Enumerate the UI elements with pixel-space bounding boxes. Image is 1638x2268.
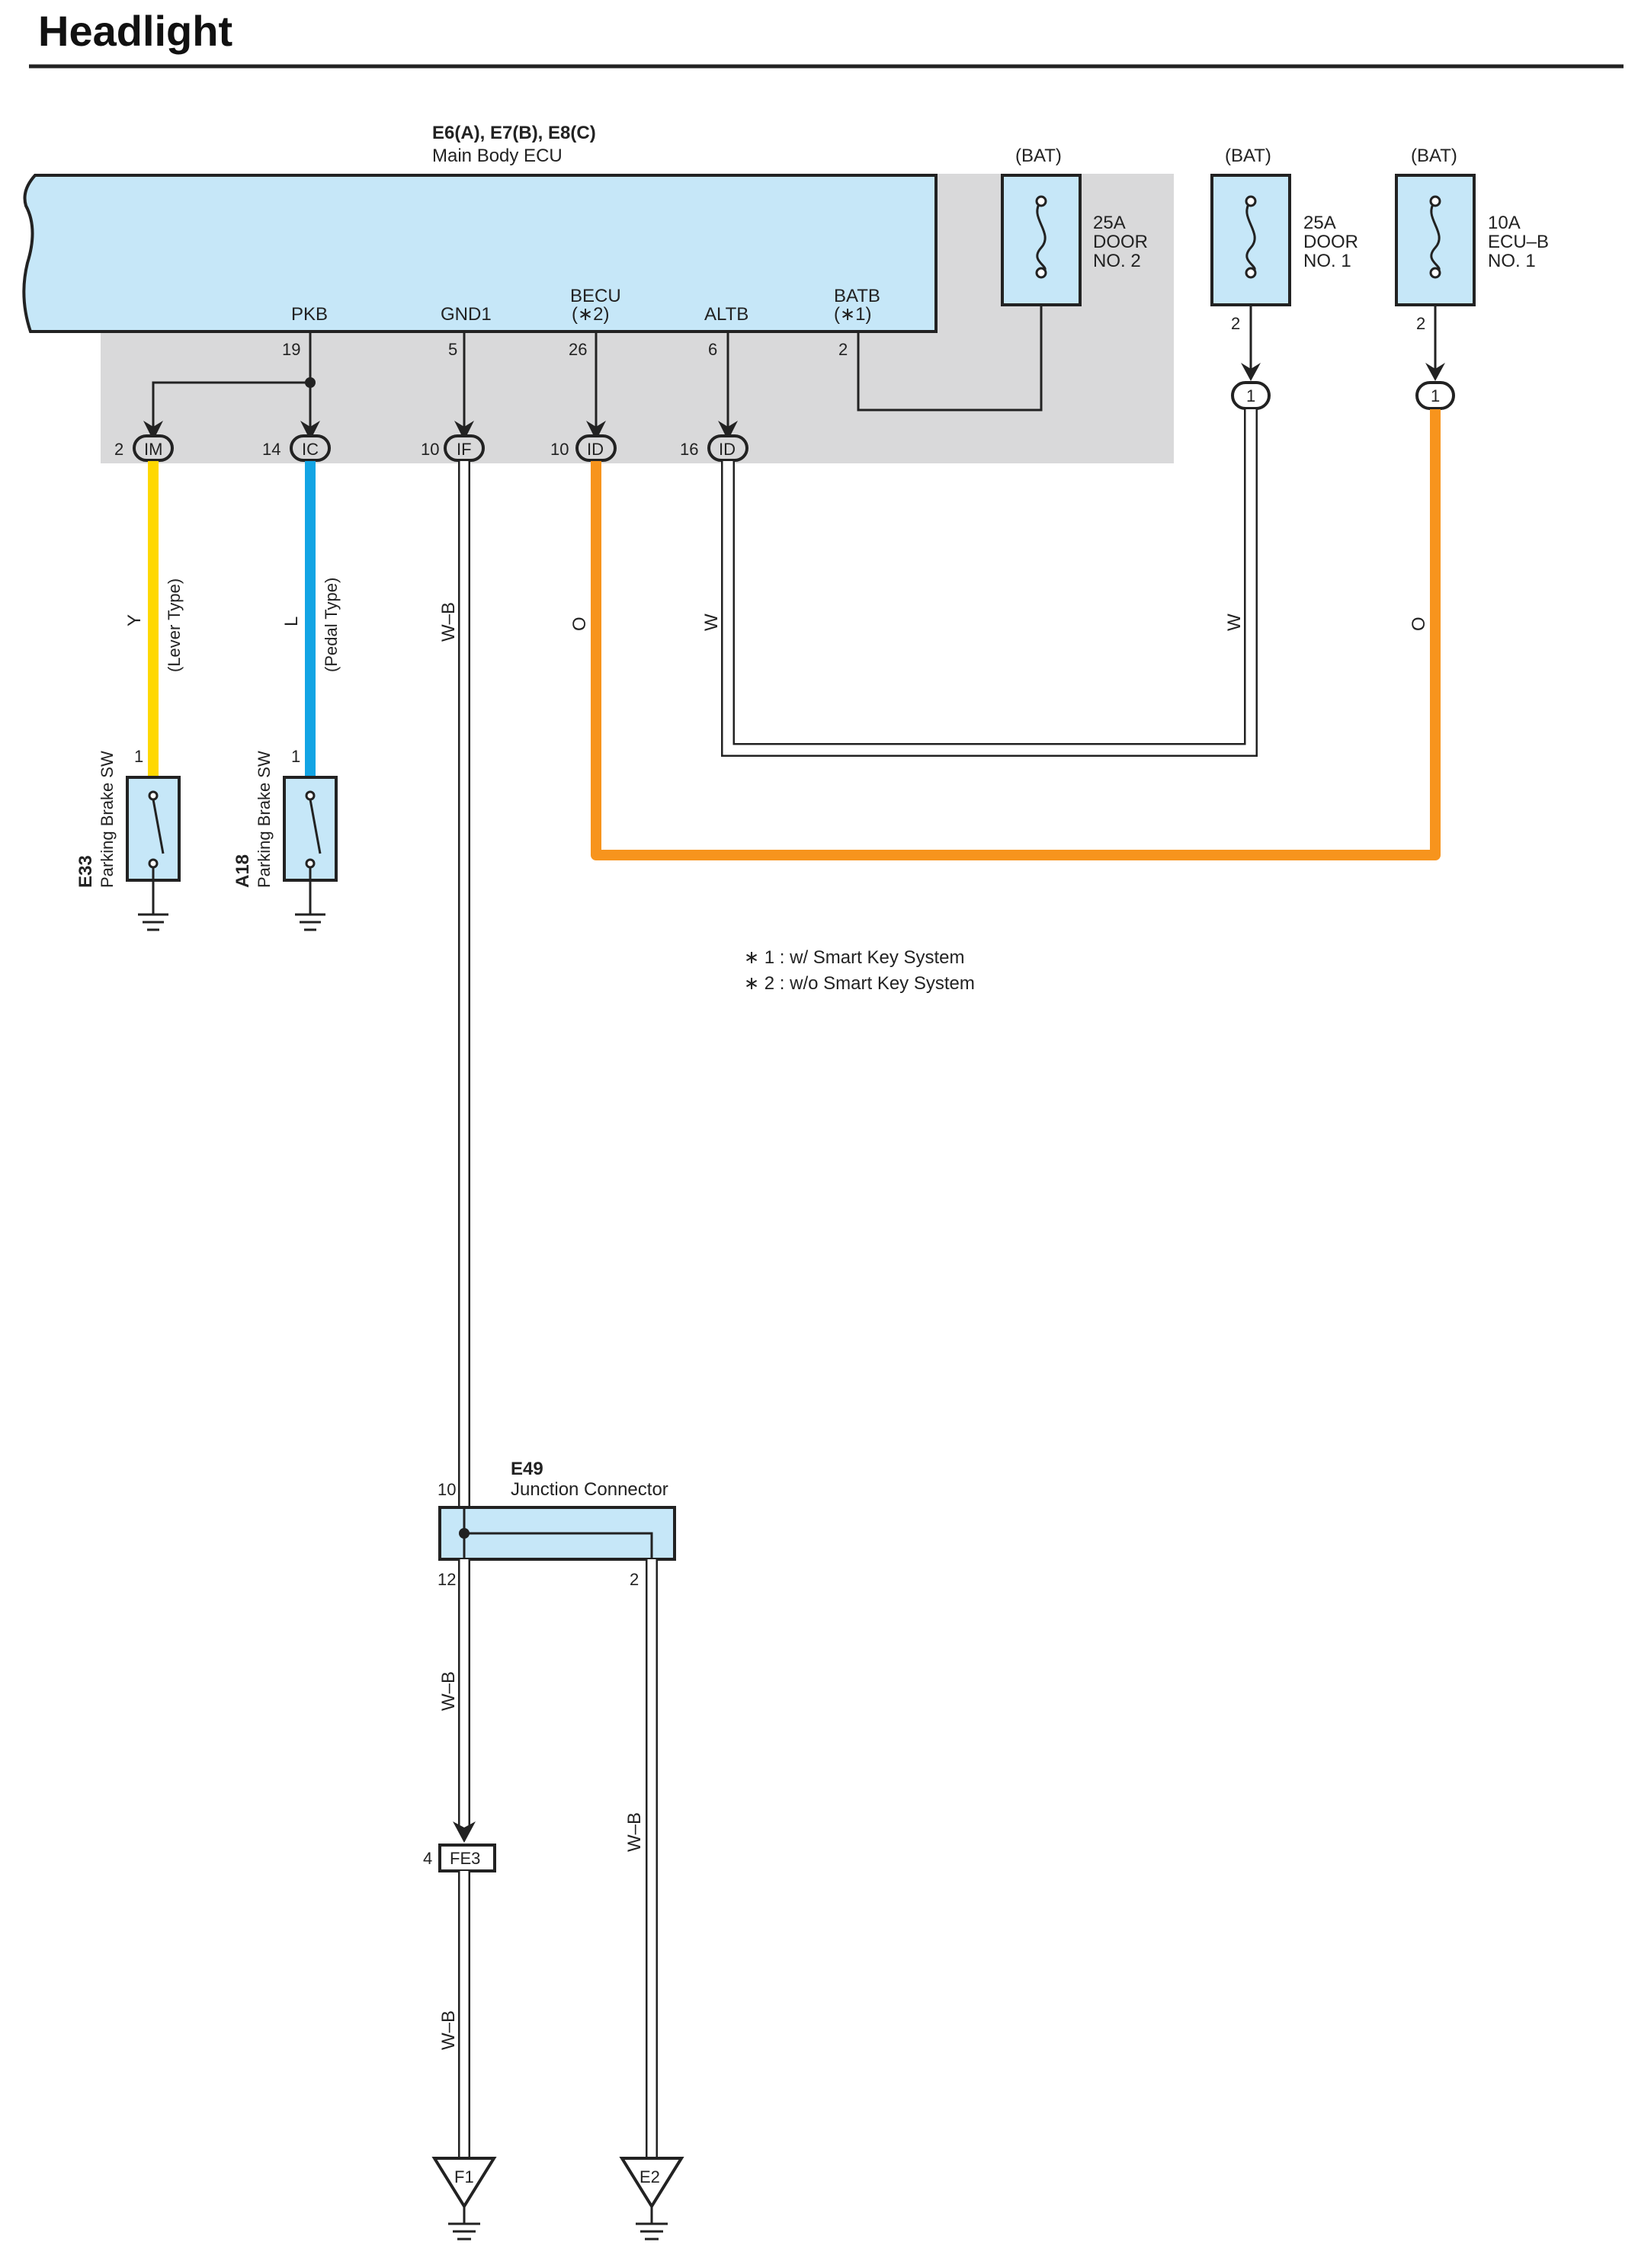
ecu-connector-ids: E6(A), E7(B), E8(C) xyxy=(432,123,596,143)
svg-text:2: 2 xyxy=(1416,314,1425,333)
svg-text:ID: ID xyxy=(719,440,736,459)
wire-label-wb-mid: W–B xyxy=(438,1671,459,1711)
svg-text:ID: ID xyxy=(587,440,604,459)
connector-id-1: ID 10 xyxy=(550,434,617,462)
ecu-pin-number-becu: 26 xyxy=(569,340,587,359)
switch-id-a18: A18 xyxy=(232,854,253,888)
svg-text:(BAT): (BAT) xyxy=(1411,146,1457,166)
junction-pin-out-left: 12 xyxy=(438,1570,456,1589)
wire-label-y: Y xyxy=(124,614,145,626)
svg-text:DOOR: DOOR xyxy=(1303,232,1358,252)
splice-dot xyxy=(305,377,316,388)
fuse-25a-door-no1: (BAT) 25A DOOR NO. 1 2 xyxy=(1210,146,1358,381)
wire-label-w-right: W xyxy=(1224,613,1245,631)
connector-fe3: FE3 4 xyxy=(423,1844,496,1872)
svg-text:ECU–B: ECU–B xyxy=(1488,232,1549,252)
ecu-arrow-heads xyxy=(143,421,738,440)
svg-text:25A: 25A xyxy=(1093,213,1126,233)
switch-id-e33: E33 xyxy=(75,855,96,888)
svg-text:1: 1 xyxy=(134,747,143,766)
svg-text:DOOR: DOOR xyxy=(1093,232,1148,252)
parking-brake-sw-e33: 1 E33 Parking Brake SW xyxy=(75,747,181,931)
svg-text:IF: IF xyxy=(457,440,472,459)
wire-label-o-right: O xyxy=(1409,617,1429,631)
ecu-internal-lines xyxy=(152,280,1043,427)
junction-pin-out-right: 2 xyxy=(630,1570,639,1589)
fuse-10a-ecu-b-no1: (BAT) 10A ECU–B NO. 1 2 xyxy=(1395,146,1549,381)
fuse-junction-2: 1 xyxy=(1415,381,1455,410)
ecu-pin-number-batb: 2 xyxy=(838,340,848,359)
svg-text:25A: 25A xyxy=(1303,213,1336,233)
junction-name: Junction Connector xyxy=(511,1479,668,1500)
main-body-ecu xyxy=(22,174,938,333)
wire-label-o-left: O xyxy=(569,617,590,631)
fuse-junction-1: 1 xyxy=(1231,381,1271,410)
svg-text:(BAT): (BAT) xyxy=(1015,146,1062,166)
wire-label-l: L xyxy=(281,617,302,626)
parking-brake-sw-a18: 1 A18 Parking Brake SW xyxy=(232,747,338,931)
ecu-pin-number-altb: 6 xyxy=(708,340,717,359)
svg-text:10: 10 xyxy=(421,440,439,459)
svg-text:16: 16 xyxy=(680,440,698,459)
fe3-arrow xyxy=(453,1821,476,1843)
ecu-pin-label-batb: BATB xyxy=(834,286,880,306)
svg-text:14: 14 xyxy=(262,440,280,459)
switch-name-e33: Parking Brake SW xyxy=(98,751,117,888)
ecu-pin-label-becu: BECU xyxy=(570,286,621,306)
svg-text:IC: IC xyxy=(302,440,319,459)
wire-label-wb-right: W–B xyxy=(624,1812,645,1852)
ecu-pin-note-becu: (∗2) xyxy=(572,304,609,325)
svg-text:10A: 10A xyxy=(1488,213,1521,233)
svg-text:2: 2 xyxy=(114,440,123,459)
wire-note-lever: (Lever Type) xyxy=(165,578,184,672)
ecu-pin-number-gnd1: 5 xyxy=(448,340,457,359)
ecu-pin-note-batb: (∗1) xyxy=(834,304,871,325)
switch-name-a18: Parking Brake SW xyxy=(255,751,274,888)
wire-label-wb-top: W–B xyxy=(438,602,459,642)
note-1: ∗ 1 : w/ Smart Key System xyxy=(744,947,965,968)
ecu-pin-label-gnd1: GND1 xyxy=(441,304,492,325)
svg-text:1: 1 xyxy=(1431,386,1440,405)
ecu-name: Main Body ECU xyxy=(432,146,563,166)
svg-text:(BAT): (BAT) xyxy=(1225,146,1271,166)
wire-white xyxy=(723,409,1256,755)
svg-text:1: 1 xyxy=(291,747,300,766)
wire-orange xyxy=(591,409,1441,860)
connector-im: IM 2 xyxy=(114,434,174,462)
ground-e2: E2 xyxy=(619,2157,684,2241)
svg-text:NO. 2: NO. 2 xyxy=(1093,251,1141,271)
svg-text:FE3: FE3 xyxy=(450,1849,480,1868)
svg-text:4: 4 xyxy=(423,1849,432,1868)
junction-pin-in: 10 xyxy=(438,1480,456,1499)
svg-text:F1: F1 xyxy=(454,2167,474,2186)
connector-ic: IC 14 xyxy=(262,434,331,462)
svg-text:NO. 1: NO. 1 xyxy=(1303,251,1351,271)
connector-if: IF 10 xyxy=(421,434,485,462)
ground-f1: F1 xyxy=(431,2157,497,2241)
junction-id: E49 xyxy=(511,1459,543,1479)
svg-text:E2: E2 xyxy=(639,2167,660,2186)
svg-text:2: 2 xyxy=(1231,314,1240,333)
svg-text:NO. 1: NO. 1 xyxy=(1488,251,1536,271)
wire-label-w-left: W xyxy=(701,613,722,631)
wire-label-wb-bottom: W–B xyxy=(438,2010,459,2050)
junction-connector-e49: E49 Junction Connector 10 12 2 xyxy=(438,1459,676,1589)
svg-text:1: 1 xyxy=(1246,386,1255,405)
connector-id-2: ID 16 xyxy=(680,434,748,462)
ecu-pin-label-altb: ALTB xyxy=(704,304,748,325)
svg-text:IM: IM xyxy=(144,440,162,459)
svg-text:10: 10 xyxy=(550,440,569,459)
wire-note-pedal: (Pedal Type) xyxy=(322,578,341,672)
page-title: Headlight xyxy=(38,7,232,55)
note-2: ∗ 2 : w/o Smart Key System xyxy=(744,973,975,994)
ecu-pin-number-pkb: 19 xyxy=(282,340,300,359)
ecu-pin-label-pkb: PKB xyxy=(291,304,328,325)
fuse-25a-door-no2: (BAT) 25A DOOR NO. 2 xyxy=(1001,146,1148,306)
